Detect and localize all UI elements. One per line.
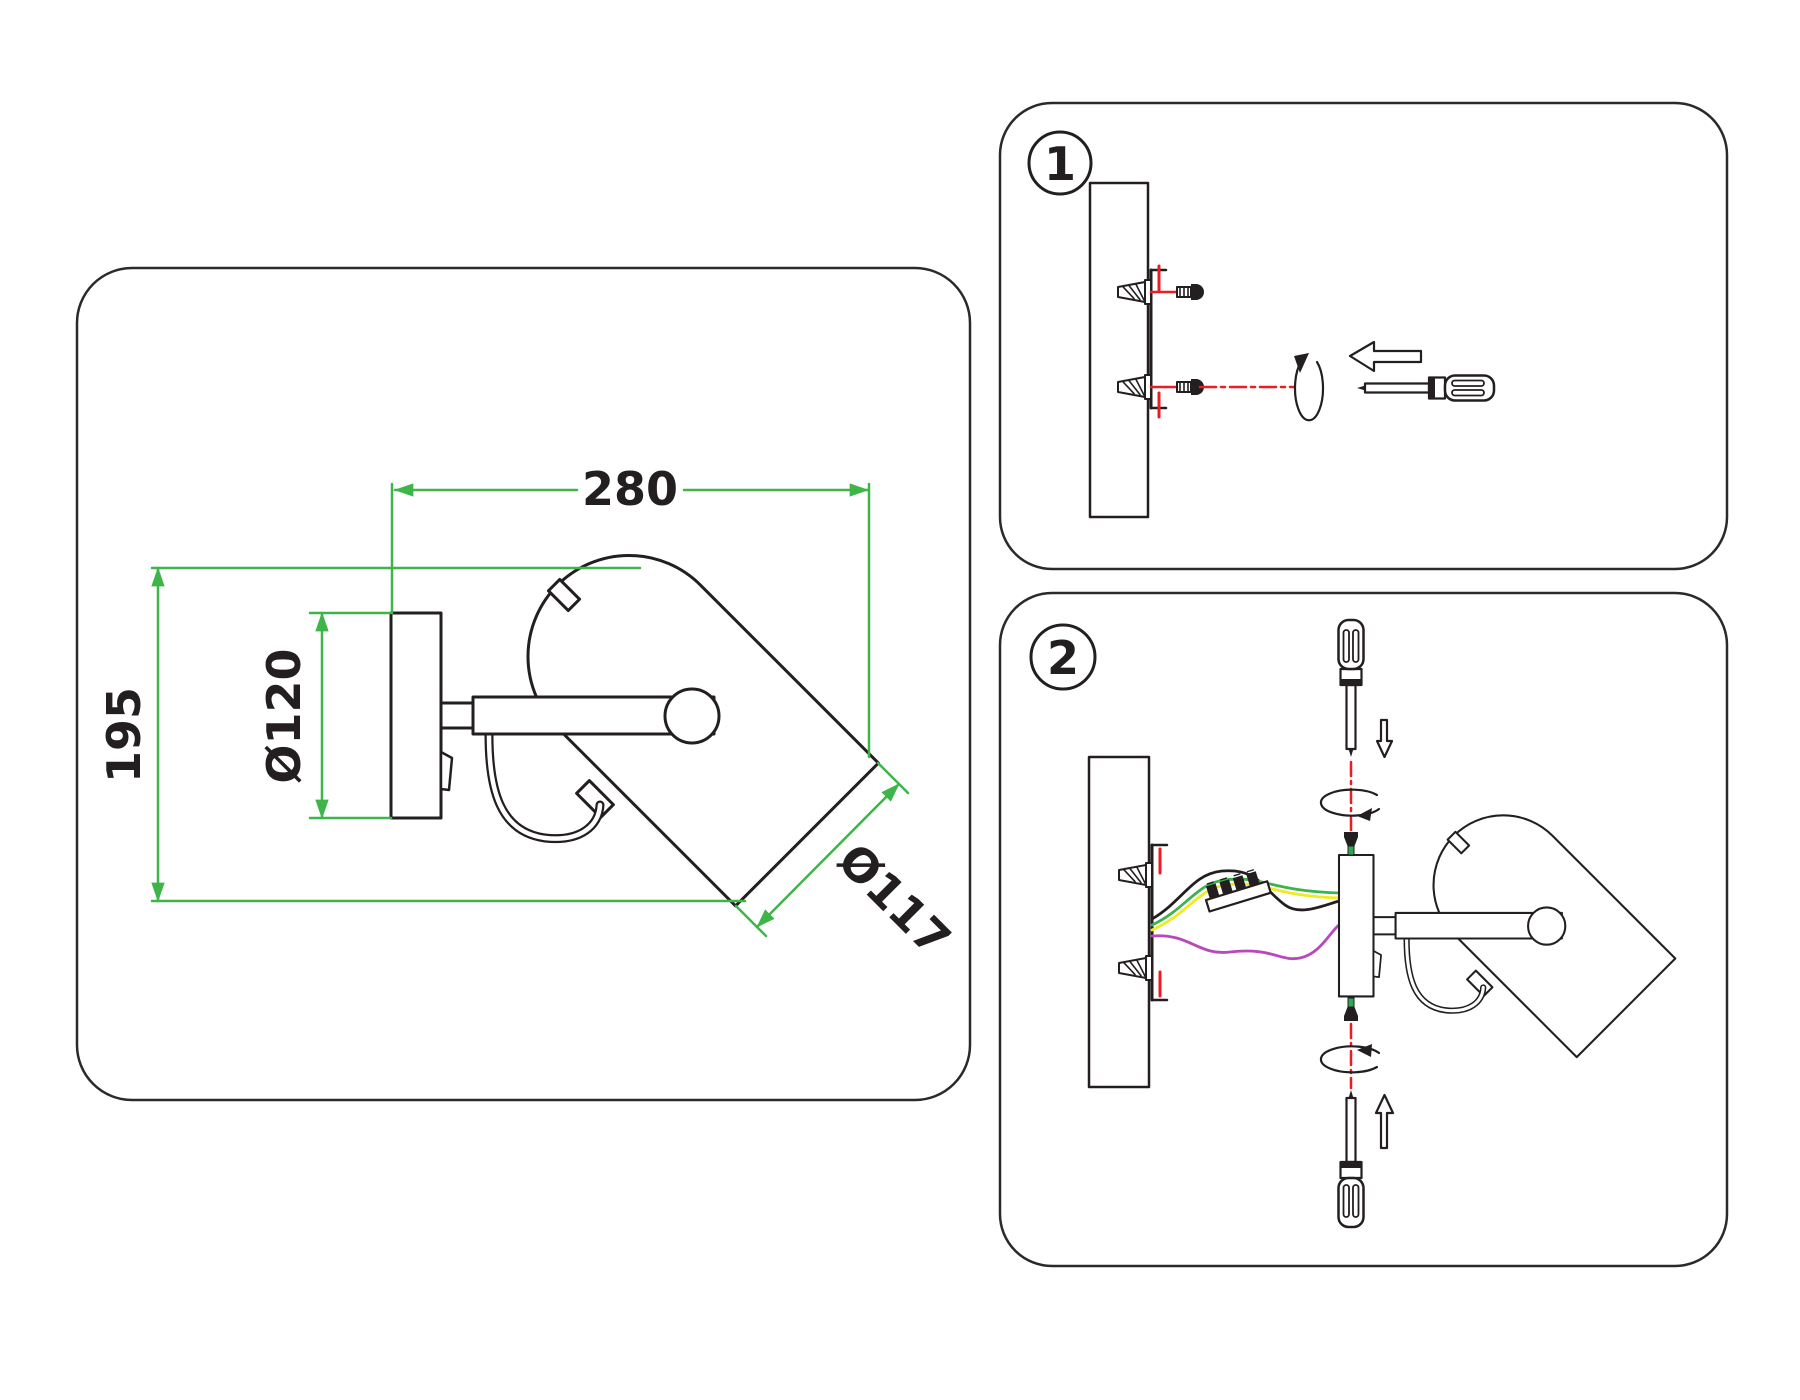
- step1-panel-border: [998, 101, 1729, 571]
- step1-panel: 1: [998, 101, 1729, 571]
- step2-number: 2: [1047, 631, 1079, 685]
- rotation-arrow-icon: [1319, 788, 1381, 821]
- direction-arrow-up-icon: [1374, 1093, 1395, 1150]
- dimension-height: 195: [97, 566, 747, 903]
- wall: [1087, 755, 1151, 1089]
- dimension-base-diameter-label: Ø120: [257, 648, 311, 783]
- direction-arrow-left-icon: [1348, 340, 1423, 373]
- mounting-screw-icon: [1176, 283, 1205, 301]
- rotation-arrow-icon: [1319, 1044, 1381, 1074]
- step2-panel: 2: [998, 591, 1729, 1268]
- step2-badge: 2: [1029, 623, 1097, 691]
- rotation-arrow-icon: [1293, 353, 1325, 422]
- dimension-panel: 280 195 Ø120 Ø117: [75, 266, 972, 1102]
- wire-magenta: [1150, 923, 1341, 961]
- dimension-width: 280: [390, 462, 871, 759]
- dimension-width-label: 280: [582, 462, 678, 516]
- wall: [1088, 181, 1150, 519]
- dimension-panel-border: [75, 266, 972, 1102]
- direction-arrow-down-icon: [1375, 718, 1394, 759]
- terminal-block-icon: [1204, 869, 1272, 913]
- step1-badge: 1: [1027, 130, 1093, 196]
- dimension-base-diameter: Ø120: [257, 611, 393, 820]
- step1-number: 1: [1044, 137, 1076, 191]
- dimension-height-label: 195: [97, 687, 151, 783]
- wire-green: [1150, 877, 1341, 927]
